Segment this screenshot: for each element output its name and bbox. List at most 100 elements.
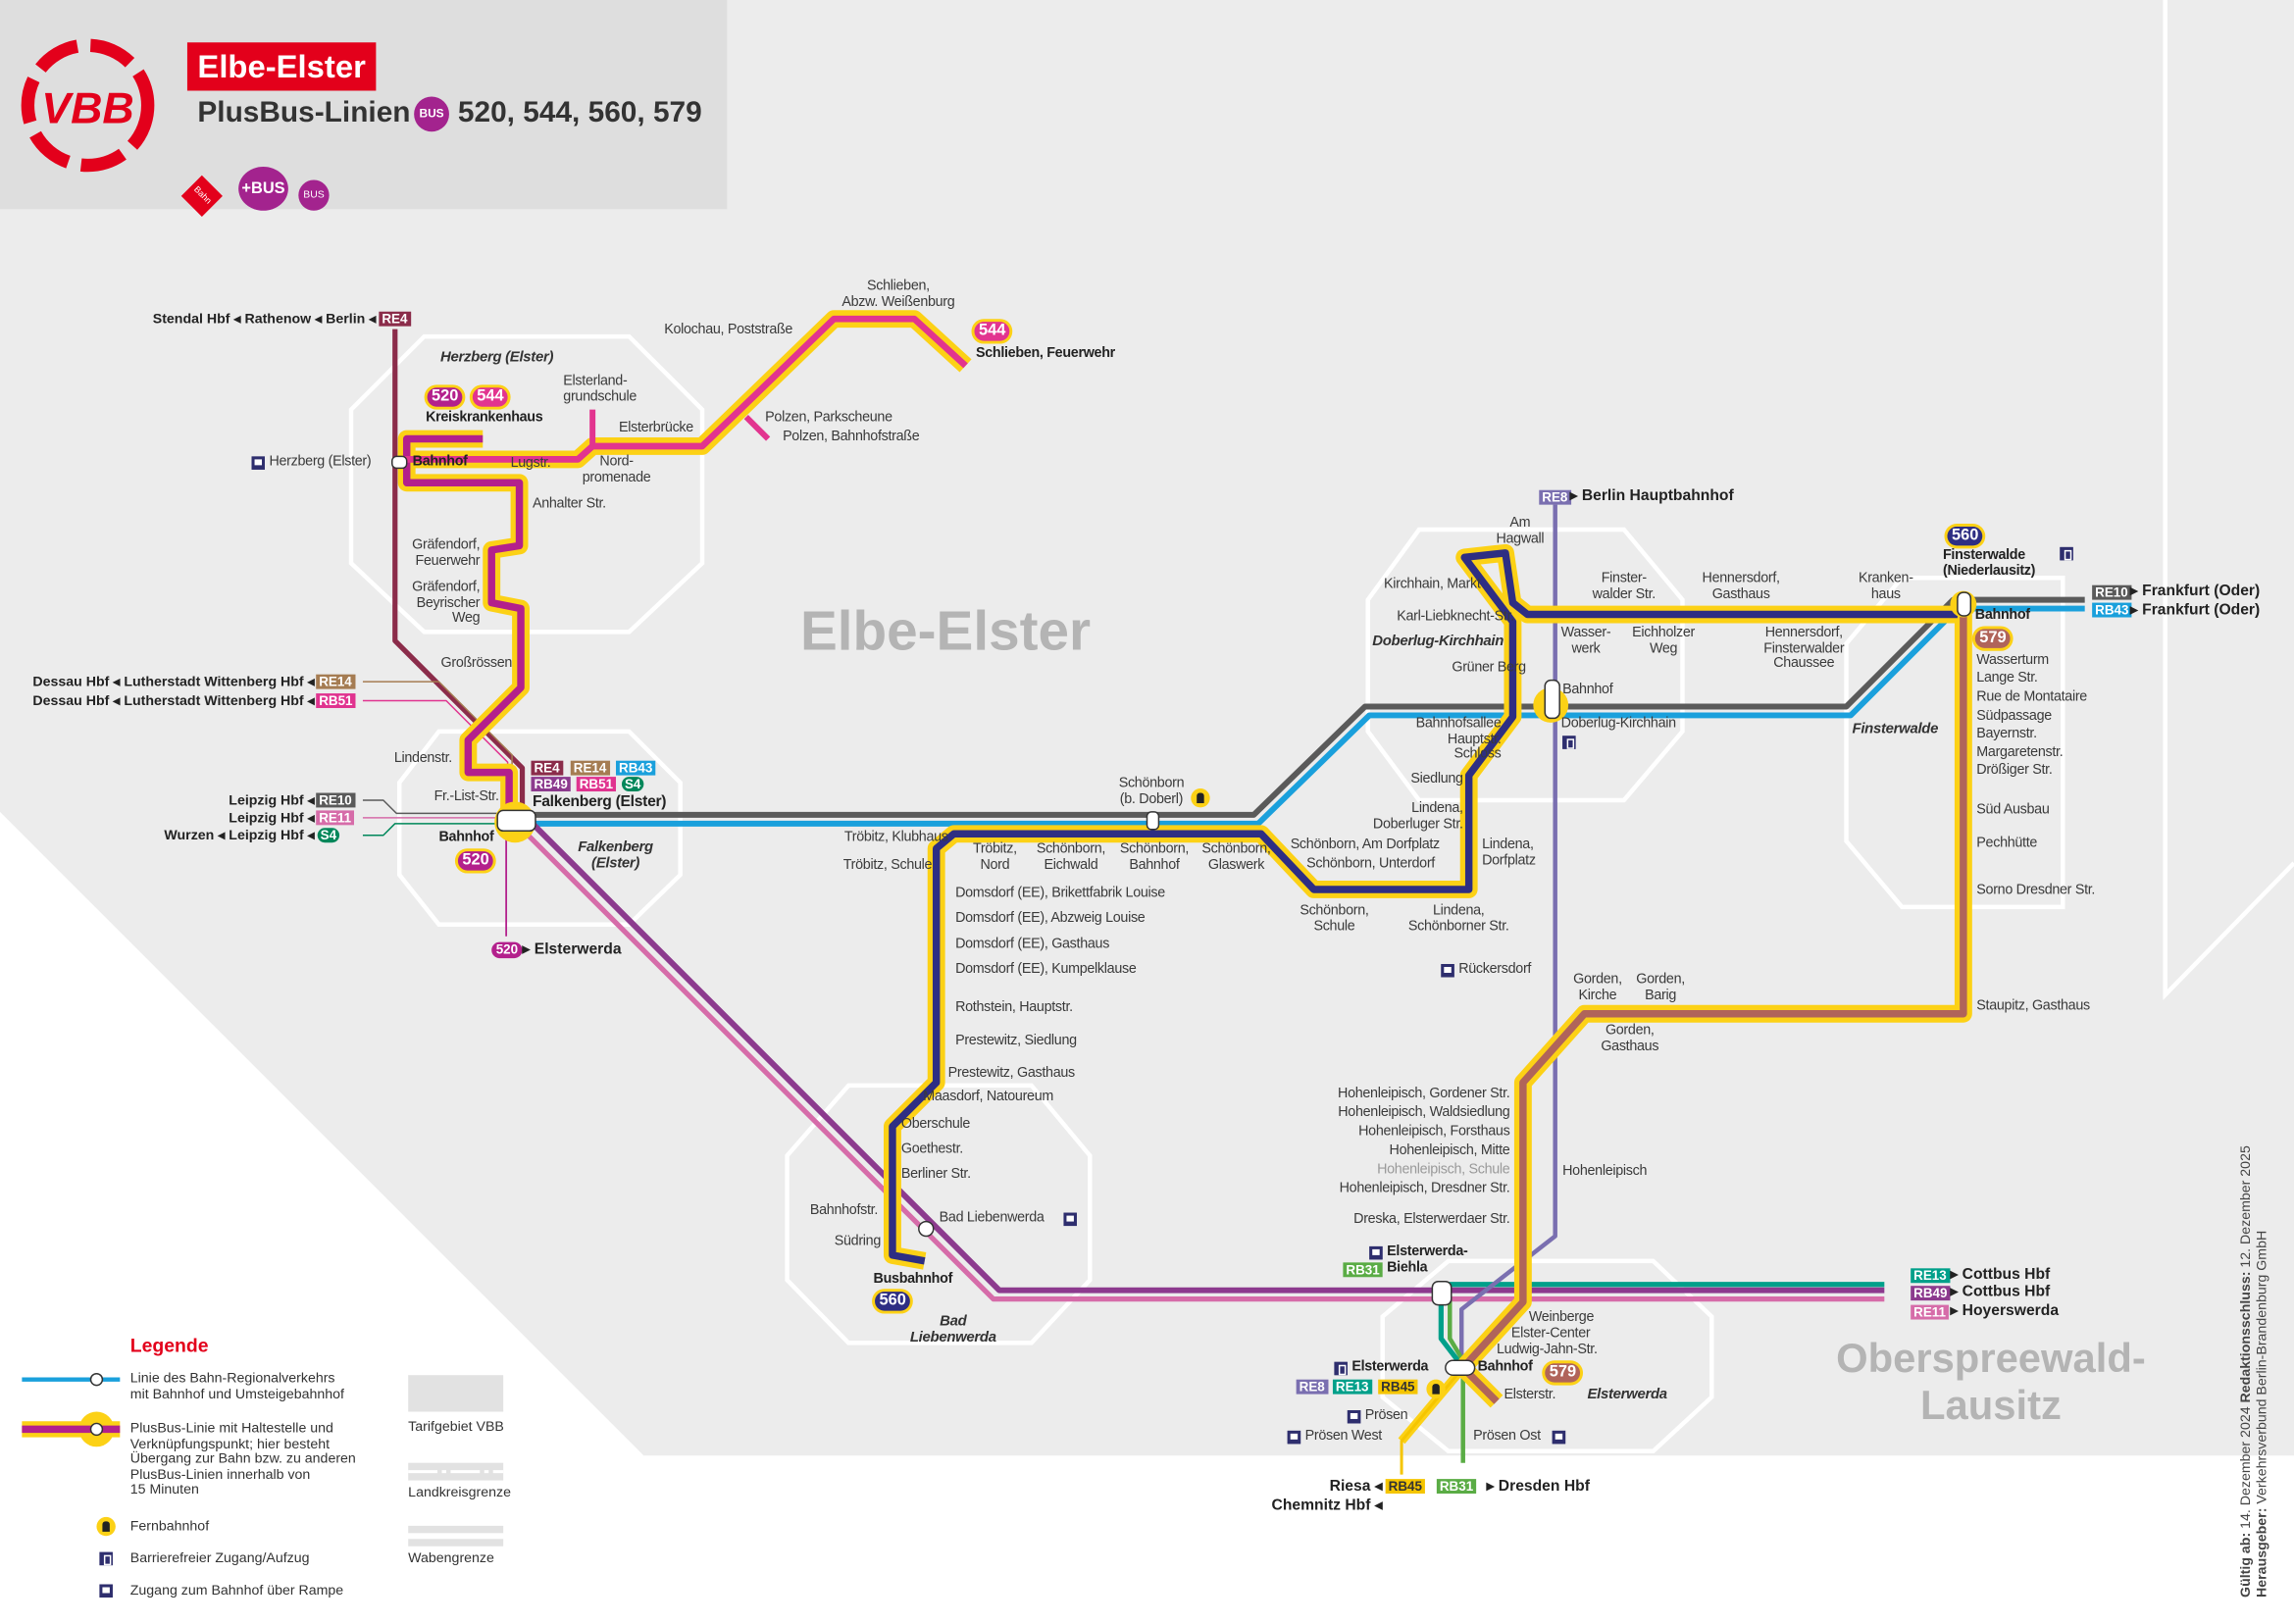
stop-sued-ausbau[interactable]: Süd Ausbau: [1976, 801, 2050, 818]
rail-RE13[interactable]: [1438, 1282, 1885, 1365]
stop-eichholzer-weg[interactable]: Eichholzer Weg: [1632, 624, 1695, 657]
stop-graefendorf-beyrischer-weg[interactable]: Gräfendorf, Beyrischer Weg: [412, 579, 481, 627]
dest-cottbus-re13[interactable]: ▸ Cottbus Hbf: [1950, 1265, 2051, 1284]
stop-gorden-gasthaus[interactable]: Gorden, Gasthaus: [1601, 1022, 1659, 1054]
stop-oberschule[interactable]: Oberschule: [900, 1116, 971, 1133]
stop-dreska[interactable]: Dreska, Elsterwerdaer Str.: [1353, 1211, 1510, 1228]
stop-hl-forsthaus[interactable]: Hohenleipisch, Forsthaus: [1358, 1123, 1510, 1141]
stop-grossroessen[interactable]: Großrössen: [440, 655, 513, 672]
stop-gorden-kirche[interactable]: Gorden, Kirche: [1573, 971, 1622, 1003]
stop-berliner-str[interactable]: Berliner Str.: [900, 1165, 971, 1183]
stop-am-hagwall[interactable]: Am Hagwall: [1496, 515, 1545, 547]
stop-lange-str[interactable]: Lange Str.: [1976, 670, 2038, 686]
stop-troebitz-nord[interactable]: Tröbitz, Nord: [972, 840, 1017, 873]
stop-ludwig-jahn-str[interactable]: Ludwig-Jahn-Str.: [1497, 1341, 1598, 1358]
dest-riesa[interactable]: Riesa ◂: [1329, 1477, 1383, 1496]
stop-prestewitz-siedlung[interactable]: Prestewitz, Siedlung: [955, 1033, 1077, 1049]
dest-cottbus-rb49[interactable]: ▸ Cottbus Hbf: [1950, 1283, 2051, 1301]
stop-rueckersdorf[interactable]: Rückersdorf: [1458, 961, 1532, 978]
dest-dessau-re14[interactable]: Dessau Hbf ◂ Lutherstadt Wittenberg Hbf …: [32, 674, 315, 691]
stop-domsdorf-gasthaus[interactable]: Domsdorf (EE), Gasthaus: [955, 936, 1110, 953]
stop-schoenborn-schule[interactable]: Schönborn, Schule: [1300, 902, 1369, 935]
rail-S4-west[interactable]: [362, 823, 520, 837]
rail-RE4[interactable]: [392, 329, 526, 815]
station-elsterwerda[interactable]: [1445, 1359, 1476, 1376]
dest-leipzig-re11[interactable]: Leipzig Hbf ◂: [229, 810, 315, 827]
dest-berlin-hbf[interactable]: ▸ Berlin Hauptbahnhof: [1569, 486, 1734, 505]
stop-siedlung[interactable]: Siedlung: [1410, 771, 1463, 787]
stop-suedpassage[interactable]: Südpassage: [1976, 707, 2052, 725]
rail-RB49[interactable]: [524, 815, 1885, 1294]
stop-rothstein[interactable]: Rothstein, Hauptstr.: [955, 998, 1073, 1016]
stop-finsterwalde[interactable]: Finsterwalde (Niederlausitz): [1942, 546, 2036, 579]
stop-kolochau[interactable]: Kolochau, Poststraße: [664, 322, 793, 338]
stop-hennersdorf-chaussee[interactable]: Hennersdorf, Finsterwalder Chaussee: [1763, 624, 1845, 672]
dest-leipzig-re10[interactable]: Leipzig Hbf ◂: [229, 792, 315, 809]
stop-fr-list-str[interactable]: Fr.-List-Str.: [433, 788, 499, 805]
rail-RE10-west[interactable]: [362, 799, 520, 815]
stop-lindena-schoenborner[interactable]: Lindena, Schönborner Str.: [1407, 902, 1509, 935]
stop-proesen-ost[interactable]: Prösen Ost: [1473, 1427, 1541, 1445]
stop-staupitz[interactable]: Staupitz, Gasthaus: [1976, 997, 2090, 1014]
stop-lindena-doberluger[interactable]: Lindena, Doberluger Str.: [1372, 799, 1463, 833]
station-label-bad-liebenwerda[interactable]: Bad Liebenwerda: [939, 1209, 1045, 1227]
stop-hl-waldsiedlung[interactable]: Hohenleipisch, Waldsiedlung: [1338, 1104, 1510, 1121]
rail-RB31[interactable]: [1448, 1294, 1465, 1463]
dest-frankfurt-re10[interactable]: ▸ Frankfurt (Oder): [2129, 582, 2261, 600]
station-schoenborn[interactable]: [1146, 811, 1160, 831]
dest-wurzen-s4[interactable]: Wurzen ◂ Leipzig Hbf ◂: [164, 828, 315, 844]
stop-sorno[interactable]: Sorno Dresdner Str.: [1976, 882, 2096, 898]
stop-wasserturm[interactable]: Wasserturm: [1976, 652, 2049, 669]
stop-troebitz-klubhaus[interactable]: Tröbitz, Klubhaus: [843, 829, 948, 846]
stop-falkenberg-bahnhof[interactable]: Bahnhof: [438, 829, 494, 846]
stop-margaretenstr[interactable]: Margaretenstr.: [1976, 744, 2064, 761]
dest-hoyerswerda[interactable]: ▸ Hoyerswerda: [1950, 1301, 2060, 1320]
stop-doberlug-bahnhof[interactable]: Bahnhof: [1562, 682, 1613, 698]
stop-busbahnhof[interactable]: Busbahnhof: [873, 1271, 953, 1288]
stop-suedring[interactable]: Südring: [834, 1233, 882, 1249]
station-herzberg[interactable]: [391, 455, 408, 470]
plusbus-544[interactable]: [397, 315, 968, 463]
stop-elsterbruecke[interactable]: Elsterbrücke: [618, 420, 693, 436]
stop-polzen-parkscheune[interactable]: Polzen, Parkscheune: [765, 409, 892, 427]
stop-lindenstr[interactable]: Lindenstr.: [393, 750, 452, 767]
stop-wasserwerk[interactable]: Wasser- werk: [1560, 624, 1611, 657]
stop-pechhuette[interactable]: Pechhütte: [1976, 835, 2038, 852]
stop-krankenhaus[interactable]: Kranken- haus: [1858, 570, 1913, 602]
stop-elsterstr[interactable]: Elsterstr.: [1504, 1387, 1556, 1403]
dest-chemnitz[interactable]: Chemnitz Hbf ◂: [1271, 1497, 1383, 1514]
stop-proesen[interactable]: Prösen: [1364, 1407, 1408, 1424]
stop-domsdorf-abzweig[interactable]: Domsdorf (EE), Abzweig Louise: [955, 909, 1146, 927]
stop-rue-de-montataire[interactable]: Rue de Montataire: [1976, 688, 2087, 706]
plusbus-560[interactable]: [889, 549, 1958, 1265]
station-bad-liebenwerda[interactable]: [918, 1220, 935, 1238]
stop-schlieben-feuerwehr[interactable]: Schlieben, Feuerwehr: [975, 345, 1115, 362]
stop-gruener-berg[interactable]: Grüner Berg: [1452, 659, 1526, 677]
stop-kreiskrankenhaus[interactable]: Kreiskrankenhaus: [426, 409, 543, 427]
stop-schoenborn-doberl[interactable]: Schönborn (b. Doberl): [1118, 775, 1185, 807]
station-label-doberlug[interactable]: Doberlug-Kirchhain: [1560, 715, 1676, 732]
stop-hl-gordener[interactable]: Hohenleipisch, Gordener Str.: [1338, 1085, 1510, 1102]
stop-falkenberg[interactable]: Falkenberg (Elster): [532, 792, 667, 811]
stop-nordpromenade[interactable]: Nord- promenade: [582, 453, 651, 485]
stop-domsdorf-brikettfabrik[interactable]: Domsdorf (EE), Brikettfabrik Louise: [955, 885, 1165, 901]
stop-bayernstr[interactable]: Bayernstr.: [1976, 725, 2037, 742]
stop-goethestr[interactable]: Goethestr.: [900, 1141, 963, 1157]
stop-graefendorf-feuerwehr[interactable]: Gräfendorf, Feuerwehr: [412, 536, 481, 569]
station-falkenberg[interactable]: [496, 809, 536, 833]
stop-lindena-dorfplatz[interactable]: Lindena, Dorfplatz: [1482, 837, 1536, 869]
dest-dresden[interactable]: ▸ Dresden Hbf: [1486, 1477, 1590, 1496]
stop-elsterwerda-biehla[interactable]: Elsterwerda- Biehla: [1387, 1243, 1468, 1276]
stop-prestewitz-gasthaus[interactable]: Prestewitz, Gasthaus: [947, 1064, 1076, 1082]
stop-troebitz-schule[interactable]: Tröbitz, Schule: [842, 857, 933, 874]
stop-finsterwalder-str[interactable]: Finster- walder Str.: [1592, 570, 1657, 602]
plusbus-520[interactable]: [402, 434, 525, 820]
stop-elsterwerda[interactable]: Elsterwerda: [1351, 1358, 1429, 1376]
stop-domsdorf-kumpelklause[interactable]: Domsdorf (EE), Kumpelklause: [955, 961, 1137, 978]
dest-dessau-rb51[interactable]: Dessau Hbf ◂ Lutherstadt Wittenberg Hbf …: [32, 693, 315, 710]
stop-droessiger-str[interactable]: Drößiger Str.: [1976, 762, 2053, 779]
dest-elsterwerda-520[interactable]: ▸ Elsterwerda: [522, 940, 622, 959]
stop-schoenborn-eichwald[interactable]: Schönborn, Eichwald: [1036, 840, 1106, 873]
stop-kirchhain-markt[interactable]: Kirchhain, Markt: [1383, 576, 1481, 593]
stop-weinberge[interactable]: Weinberge: [1528, 1309, 1595, 1326]
